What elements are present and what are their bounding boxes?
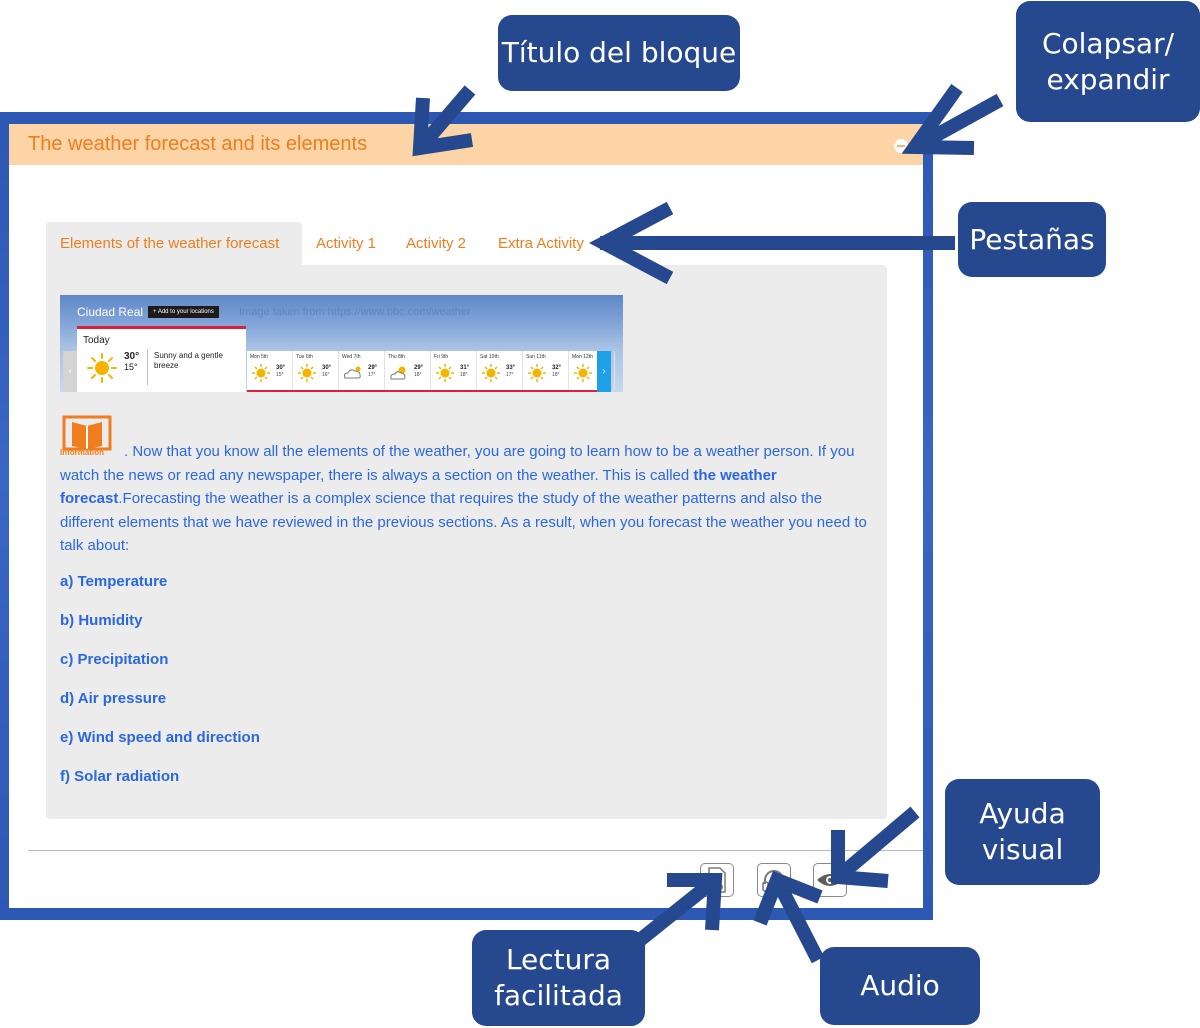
eye-icon — [817, 874, 843, 886]
day-high: 33° — [506, 365, 516, 371]
sun-icon — [252, 364, 270, 382]
day-name: Thu 8th — [388, 354, 405, 360]
cloud-icon — [343, 366, 361, 379]
today-low: 15° — [124, 362, 138, 372]
day-name: Mon 12th — [572, 354, 593, 360]
sun-icon — [87, 353, 117, 383]
day-low: 15° — [276, 372, 284, 378]
day-high: 29° — [368, 365, 378, 371]
day-high: 31° — [460, 365, 470, 371]
weather-widget-image: Ciudad Real + Add to your locations Imag… — [60, 295, 623, 392]
information-label: Information — [60, 448, 104, 457]
headphones-icon — [762, 870, 786, 892]
day-name: Sat 10th — [480, 354, 499, 360]
callout-collapse-expand: Colapsar/ expandir — [1016, 1, 1200, 122]
day-high: 29° — [414, 365, 424, 371]
day-name: Fri 9th — [434, 354, 449, 360]
forecast-day: Fri 9th 31°18° — [431, 351, 477, 390]
element-item: d) Air pressure — [60, 690, 167, 707]
chevron-right-icon: › — [597, 351, 611, 392]
day-name: Tue 6th — [296, 354, 313, 360]
intro-paragraph: . Now that you know all the elements of … — [60, 443, 867, 554]
day-low: 18° — [552, 372, 560, 378]
divider — [28, 850, 923, 851]
day-low: 16° — [322, 372, 330, 378]
forecast-day: Wed 7th 29°17° — [339, 351, 385, 390]
forecast-day: Thu 8th 29°18° — [385, 351, 431, 390]
sun-cloud-icon — [390, 366, 406, 380]
information-icon: Information — [60, 415, 114, 457]
tab-elements[interactable]: Elements of the weather forecast — [46, 222, 302, 265]
day-name: Wed 7th — [342, 354, 361, 360]
collapse-button[interactable] — [894, 139, 908, 153]
day-low: 18° — [460, 372, 468, 378]
tab-panel: Ciudad Real + Add to your locations Imag… — [46, 265, 887, 819]
day-name: Mon 5th — [250, 354, 269, 360]
element-item: b) Humidity — [60, 612, 143, 629]
element-item: a) Temperature — [60, 573, 168, 590]
content-block: The weather forecast and its elements El… — [9, 124, 923, 908]
audio-button[interactable] — [757, 863, 791, 897]
element-item: f) Solar radiation — [60, 768, 180, 785]
block-header: The weather forecast and its elements — [9, 124, 923, 165]
visual-help-button[interactable] — [813, 863, 847, 897]
callout-block-title: Título del bloque — [498, 15, 740, 91]
day-low: 18° — [414, 372, 422, 378]
image-credit: Image taken from https://www.bbc.com/wea… — [239, 306, 471, 318]
sun-icon — [482, 364, 500, 382]
easy-reading-button[interactable] — [700, 863, 734, 897]
day-low: 17° — [506, 372, 514, 378]
divider — [147, 349, 148, 385]
callout-audio: Audio — [820, 947, 980, 1025]
sun-icon — [298, 364, 316, 382]
callout-visual-help: Ayuda visual — [945, 779, 1100, 885]
minus-icon — [897, 145, 905, 147]
day-high: 30° — [276, 365, 286, 371]
day-name: Sun 11th — [526, 354, 546, 360]
add-location-button: + Add to your locations — [148, 306, 219, 318]
weather-city: Ciudad Real — [77, 305, 144, 319]
day-high: 30° — [322, 365, 332, 371]
tab-extra-activity[interactable]: Extra Activity — [498, 235, 584, 252]
today-description: Sunny and a gentle breeze — [154, 351, 223, 370]
block-title: The weather forecast and its elements — [28, 133, 368, 155]
tab-activity-1[interactable]: Activity 1 — [316, 235, 377, 252]
chevron-left-icon: ‹ — [63, 351, 77, 392]
document-icon — [708, 867, 726, 893]
forecast-day: Mon 5th 30°15° — [247, 351, 293, 390]
forecast-day: Sat 10th 33°17° — [477, 351, 523, 390]
callout-tabs: Pestañas — [958, 202, 1106, 277]
sun-icon — [574, 364, 592, 382]
sun-icon — [436, 364, 454, 382]
forecast-day: Tue 6th 30°16° — [293, 351, 339, 390]
element-item: e) Wind speed and direction — [60, 729, 260, 746]
callout-easy-reading: Lectura facilitada — [472, 930, 645, 1026]
sun-icon — [528, 364, 546, 382]
element-item: c) Precipitation — [60, 651, 169, 668]
tab-activity-2[interactable]: Activity 2 — [406, 235, 467, 252]
today-high: 30° — [124, 351, 140, 362]
today-label: Today — [83, 335, 110, 346]
weather-today-card: Today 30° 15° Sunny and a gentle breeze — [77, 326, 246, 392]
day-high: 32° — [552, 365, 562, 371]
forecast-day: Sun 11th 32°18° — [523, 351, 569, 390]
day-low: 17° — [368, 372, 376, 378]
